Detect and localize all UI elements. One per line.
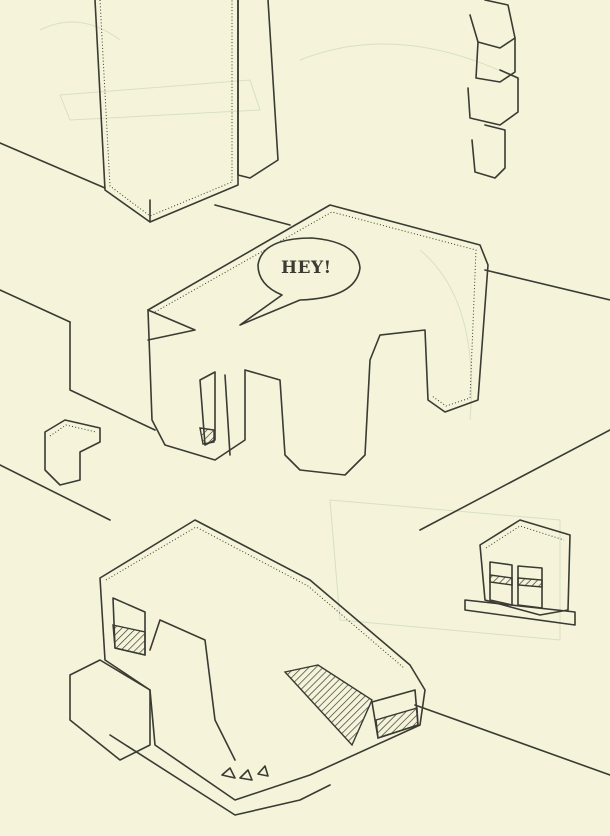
floating-blocks bbox=[467, 0, 519, 179]
speech-bubble-text: HEY! bbox=[281, 258, 332, 278]
robot-block bbox=[464, 519, 576, 626]
bleed-through-sketch bbox=[39, 21, 561, 641]
tall-pillar bbox=[94, 0, 279, 223]
floor-lines bbox=[0, 142, 610, 776]
speech-bubble bbox=[239, 237, 361, 326]
arch-block bbox=[69, 204, 489, 476]
small-block bbox=[44, 419, 101, 486]
vehicle-block bbox=[69, 519, 426, 816]
